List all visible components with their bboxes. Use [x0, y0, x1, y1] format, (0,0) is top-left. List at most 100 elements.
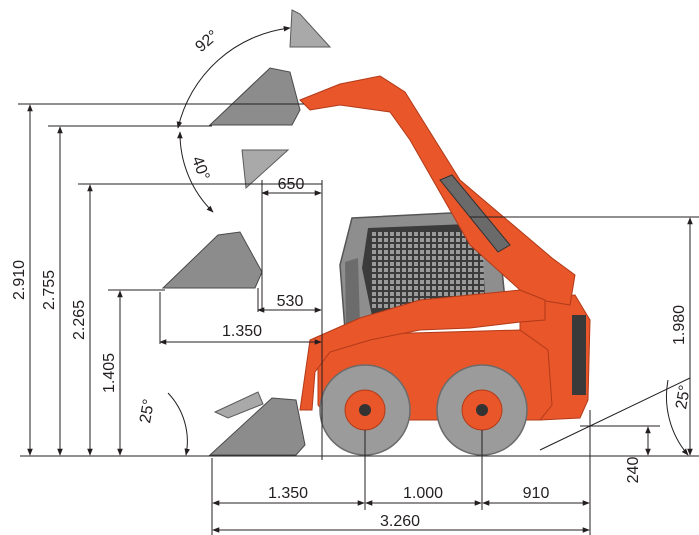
mesh-cell [462, 256, 466, 260]
mesh-cell [444, 250, 448, 254]
mesh-cell [378, 262, 382, 266]
mesh-cell [384, 298, 388, 302]
mesh-cell [378, 280, 382, 284]
mesh-cell [450, 256, 454, 260]
mesh-cell [378, 274, 382, 278]
mesh-cell [468, 286, 472, 290]
mesh-cell [432, 244, 436, 248]
mesh-cell [396, 232, 400, 236]
mesh-cell [432, 280, 436, 284]
mesh-cell [396, 298, 400, 302]
mesh-cell [402, 268, 406, 272]
mesh-cell [414, 286, 418, 290]
mesh-cell [408, 238, 412, 242]
mesh-cell [432, 232, 436, 236]
mesh-cell [480, 262, 484, 266]
mesh-cell [414, 232, 418, 236]
mesh-cell [396, 268, 400, 272]
mesh-cell [390, 232, 394, 236]
mesh-cell [438, 238, 442, 242]
mesh-cell [420, 268, 424, 272]
mesh-cell [372, 286, 376, 290]
mesh-cell [402, 298, 406, 302]
label-angle-25-left: 25° [137, 398, 158, 425]
mesh-cell [408, 298, 412, 302]
mesh-cell [390, 298, 394, 302]
mesh-cell [402, 244, 406, 248]
bucket-rollback [213, 391, 264, 419]
front-hub [359, 404, 371, 416]
mesh-cell [438, 274, 442, 278]
mesh-cell [372, 292, 376, 296]
mesh-cell [384, 250, 388, 254]
mesh-cell [420, 244, 424, 248]
mesh-cell [408, 250, 412, 254]
mesh-cell [396, 286, 400, 290]
mesh-cell [462, 292, 466, 296]
mesh-cell [474, 280, 478, 284]
mesh-cell [420, 262, 424, 266]
mesh-cell [456, 238, 460, 242]
mesh-cell [426, 286, 430, 290]
mesh-cell [372, 262, 376, 266]
mesh-cell [450, 250, 454, 254]
mesh-cell [444, 238, 448, 242]
mesh-cell [450, 238, 454, 242]
mesh-cell [384, 262, 388, 266]
label-1350-upper: 1.350 [222, 323, 262, 340]
mesh-cell [444, 280, 448, 284]
label-1980: 1.980 [671, 305, 688, 345]
cab-side-rail [345, 258, 360, 328]
mesh-cell [474, 262, 478, 266]
mesh-cell [408, 262, 412, 266]
mesh-cell [372, 250, 376, 254]
mesh-cell [438, 268, 442, 272]
mesh-cell [450, 262, 454, 266]
mesh-cell [438, 292, 442, 296]
mesh-cell [390, 250, 394, 254]
mesh-cell [372, 238, 376, 242]
mesh-cell [384, 238, 388, 242]
mesh-cell [450, 268, 454, 272]
mesh-cell [414, 250, 418, 254]
mesh-cell [384, 274, 388, 278]
mesh-cell [432, 292, 436, 296]
mesh-cell [444, 256, 448, 260]
mesh-cell [468, 274, 472, 278]
mesh-cell [408, 292, 412, 296]
mesh-cell [456, 262, 460, 266]
mesh-cell [426, 256, 430, 260]
mesh-cell [372, 298, 376, 302]
mesh-cell [450, 286, 454, 290]
mesh-cell [432, 262, 436, 266]
mesh-cell [408, 286, 412, 290]
mesh-cell [390, 268, 394, 272]
arc-25-right [665, 379, 689, 456]
mesh-cell [390, 244, 394, 248]
mesh-cell [408, 232, 412, 236]
mesh-cell [450, 232, 454, 236]
mesh-cell [450, 292, 454, 296]
mesh-cell [432, 268, 436, 272]
mesh-cell [402, 232, 406, 236]
rear-hub [476, 404, 488, 416]
mesh-cell [480, 286, 484, 290]
mesh-cell [480, 268, 484, 272]
mesh-cell [420, 232, 424, 236]
mesh-cell [462, 238, 466, 242]
mesh-cell [408, 274, 412, 278]
mesh-cell [414, 256, 418, 260]
mesh-cell [432, 250, 436, 254]
mesh-cell [384, 244, 388, 248]
mesh-cell [444, 262, 448, 266]
mesh-cell [438, 262, 442, 266]
mesh-cell [402, 238, 406, 242]
mesh-cell [456, 244, 460, 248]
mesh-cell [384, 292, 388, 296]
mesh-cell [390, 238, 394, 242]
mesh-cell [468, 268, 472, 272]
label-650: 650 [278, 176, 305, 193]
mesh-cell [378, 244, 382, 248]
mesh-cell [372, 304, 376, 308]
mesh-cell [456, 256, 460, 260]
